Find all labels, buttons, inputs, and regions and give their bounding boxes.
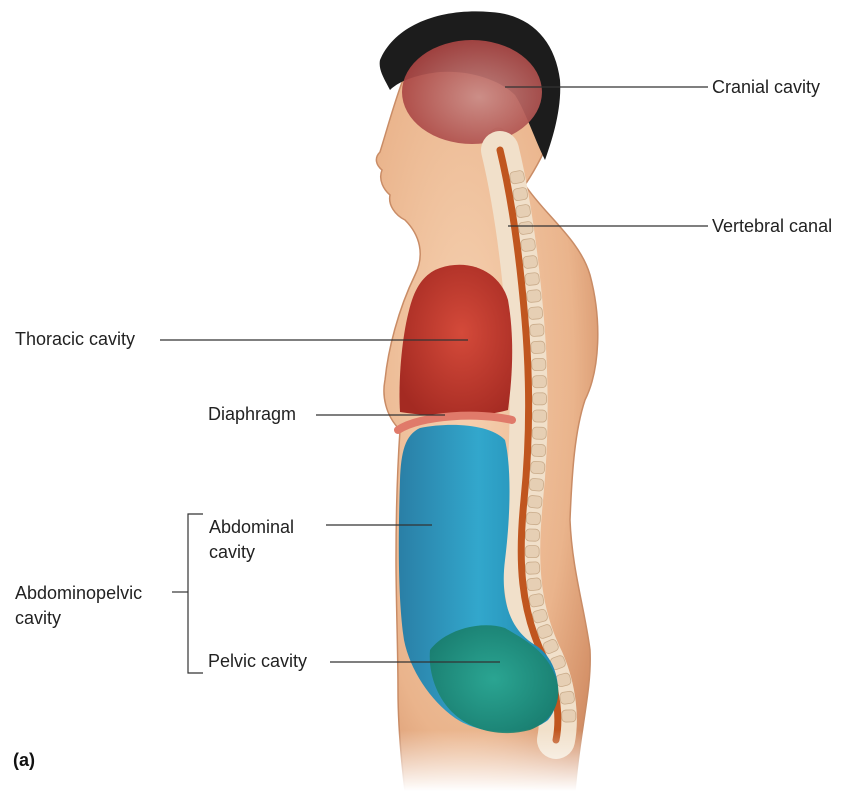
label-vertebral-canal: Vertebral canal [712,215,832,237]
vertebra [533,410,547,422]
vertebra [525,546,539,558]
vertebra [525,562,540,575]
cranial-cavity [402,40,542,144]
vertebra [520,238,535,252]
vertebra [531,444,546,457]
vertebra [509,170,525,184]
vertebra [525,272,540,285]
vertebra [531,341,546,354]
vertebra [526,512,541,525]
vertebra [528,593,544,607]
label-abdominal-cavity-line1: Abdominal [209,516,294,538]
vertebra [526,289,541,302]
vertebra [532,376,546,388]
vertebra [529,324,544,337]
vertebra [518,221,534,235]
vertebra [562,710,576,722]
vertebra [530,461,545,474]
label-abdominopelvic-cavity-line1: Abdominopelvic [15,582,142,604]
label-thoracic-cavity: Thoracic cavity [15,328,135,350]
abdominopelvic-bracket [188,514,203,673]
vertebra [525,529,539,542]
label-cranial-cavity: Cranial cavity [712,76,820,98]
vertebra [515,204,531,218]
vertebra [533,393,547,405]
vertebra [523,255,538,269]
label-abdominopelvic-cavity-line2: cavity [15,607,61,629]
vertebra [512,187,528,201]
label-diaphragm: Diaphragm [208,403,296,425]
bottom-fade [380,730,610,791]
vertebra [532,358,546,371]
label-pelvic-cavity: Pelvic cavity [208,650,307,672]
vertebra [559,691,575,705]
label-abdominal-cavity-line2: cavity [209,541,255,563]
panel-label: (a) [13,750,35,771]
vertebra [527,495,542,508]
vertebra [529,478,544,491]
vertebra [532,427,546,439]
vertebra [528,307,543,320]
vertebra [526,578,541,592]
